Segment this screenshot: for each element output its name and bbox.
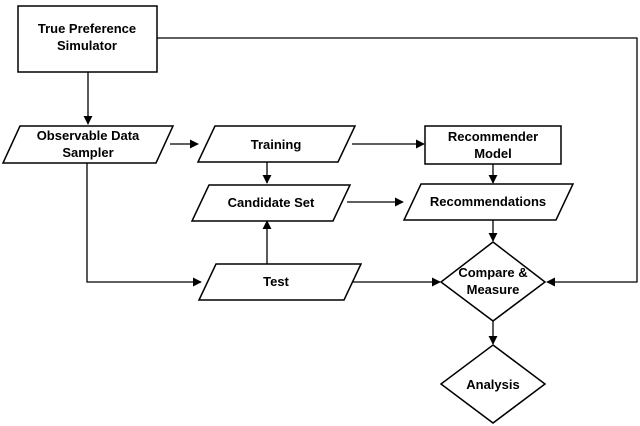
sampler-label-line2: Sampler	[62, 145, 113, 160]
recommender-box	[424, 125, 562, 165]
node-candidate-set: Candidate Set	[190, 184, 352, 222]
edge-simulator-to-compare	[157, 37, 638, 287]
node-recommender-model: Recommender Model	[424, 125, 562, 165]
compare-diamond	[439, 241, 547, 322]
recommender-label-line1: Recommender	[448, 129, 538, 144]
recommendations-label: Recommendations	[430, 194, 546, 209]
node-recommendations: Recommendations	[402, 183, 575, 221]
test-label: Test	[263, 274, 289, 289]
simulator-label-line2: Simulator	[57, 38, 117, 53]
sampler-shape	[1, 125, 175, 164]
candidate-set-shape	[190, 184, 352, 222]
node-analysis: Analysis	[439, 344, 547, 424]
candidate-set-label: Candidate Set	[228, 195, 315, 210]
node-test: Test	[197, 263, 363, 301]
analysis-diamond	[439, 344, 547, 424]
training-shape	[196, 125, 357, 163]
simulator-box	[17, 5, 158, 73]
training-label: Training	[251, 137, 302, 152]
simulator-label-line1: True Preference	[38, 21, 136, 36]
node-compare-measure: Compare & Measure	[439, 241, 547, 322]
analysis-label: Analysis	[466, 377, 519, 392]
edges	[83, 37, 638, 345]
node-observable-data-sampler: Observable Data Sampler	[1, 125, 175, 164]
test-shape	[197, 263, 363, 301]
compare-label-line2: Measure	[467, 282, 520, 297]
recommender-label-line2: Model	[474, 146, 512, 161]
node-true-preference-simulator: True Preference Simulator	[17, 5, 158, 73]
recommendations-shape	[402, 183, 575, 221]
node-training: Training	[196, 125, 357, 163]
sampler-label-line1: Observable Data	[37, 128, 140, 143]
edge-sampler-to-test	[86, 163, 202, 287]
compare-label-line1: Compare &	[458, 265, 527, 280]
